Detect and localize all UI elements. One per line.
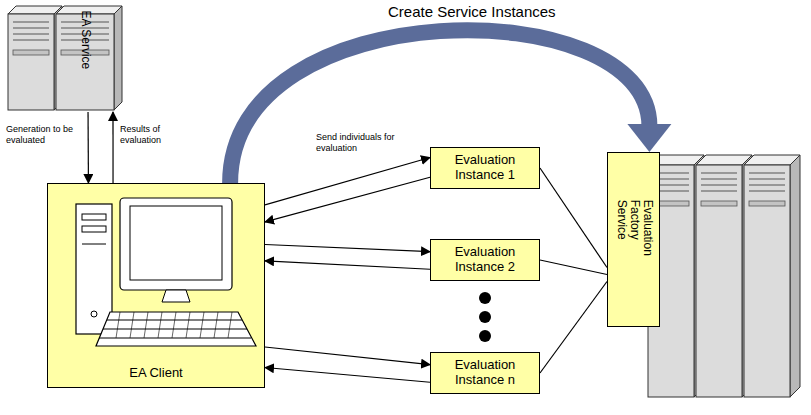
key-line	[186, 312, 190, 338]
client-box: EA Client	[47, 183, 265, 388]
ellipsis-dot	[479, 330, 491, 342]
server-top	[8, 6, 62, 14]
server-slot	[701, 178, 737, 179]
connector-arrow	[540, 260, 607, 275]
server-rack	[4, 0, 130, 112]
server-slot	[13, 27, 49, 28]
server-slot	[749, 172, 785, 173]
connector-arrow	[265, 245, 430, 252]
server-slot	[749, 178, 785, 179]
server-drive	[701, 201, 737, 206]
connector-arrow	[265, 347, 430, 365]
key-line	[200, 312, 204, 338]
server-side	[114, 6, 122, 110]
connector-arrow	[265, 177, 430, 222]
server-slot	[701, 184, 737, 185]
server-drive	[13, 50, 49, 55]
server-slot	[749, 184, 785, 185]
server-front	[744, 165, 790, 397]
edge-label: Results of evaluation	[120, 124, 184, 146]
server-rack-node: EA Service	[4, 0, 130, 112]
vertical-label: Evaluation Factory Service	[614, 199, 654, 279]
client-label: EA Client	[48, 366, 264, 381]
key-line	[144, 312, 148, 338]
server-side	[790, 155, 800, 397]
connector-arrow	[265, 158, 430, 205]
computer-illustration	[48, 184, 266, 389]
process-box: Evaluation Instance 2	[430, 239, 540, 281]
process-box: Evaluation Instance 1	[430, 147, 540, 189]
connector-arrow	[87, 112, 89, 183]
key-line	[228, 312, 232, 338]
server-slot	[701, 190, 737, 191]
edge-label-holder: Generation to be evaluated	[6, 124, 82, 146]
key-line	[172, 312, 176, 338]
ellipsis-dot	[479, 311, 491, 323]
server-rack	[648, 155, 800, 397]
vertical-label: EA Service	[78, 10, 91, 110]
ellipsis-dot	[479, 292, 491, 304]
server-slot	[13, 39, 49, 40]
create-arrow-head	[627, 124, 671, 152]
factory-panel: Evaluation Factory Service	[607, 152, 660, 327]
key-line	[158, 312, 162, 338]
edge-label-holder: Send individuals for evaluation	[316, 132, 398, 154]
server-front	[8, 14, 54, 110]
edge-label: Send individuals for evaluation	[316, 132, 398, 154]
key-line	[130, 312, 134, 338]
server-slot	[13, 33, 49, 34]
connector-arrow	[112, 112, 113, 183]
process-box: Evaluation Instance n	[430, 352, 540, 394]
edge-label: Create Service Instances	[388, 3, 556, 21]
server-slot	[749, 190, 785, 191]
box-label: Evaluation Instance 1	[431, 153, 539, 183]
box-label: Evaluation Instance 2	[431, 245, 539, 275]
box-label: Evaluation Instance n	[431, 358, 539, 388]
connector-arrow	[265, 368, 430, 383]
edge-label: Generation to be evaluated	[6, 124, 82, 146]
key-line	[214, 312, 218, 338]
connector-arrow	[540, 282, 607, 374]
server-front	[696, 165, 742, 397]
edge-label-holder: Results of evaluation	[120, 124, 184, 146]
connector-arrow	[265, 261, 430, 269]
key-line	[116, 312, 120, 338]
edge-label-holder: Create Service Instances	[388, 3, 556, 21]
server-slot	[701, 172, 737, 173]
connector-arrow	[540, 168, 607, 268]
server-slot	[13, 21, 49, 22]
server-drive	[749, 201, 785, 206]
